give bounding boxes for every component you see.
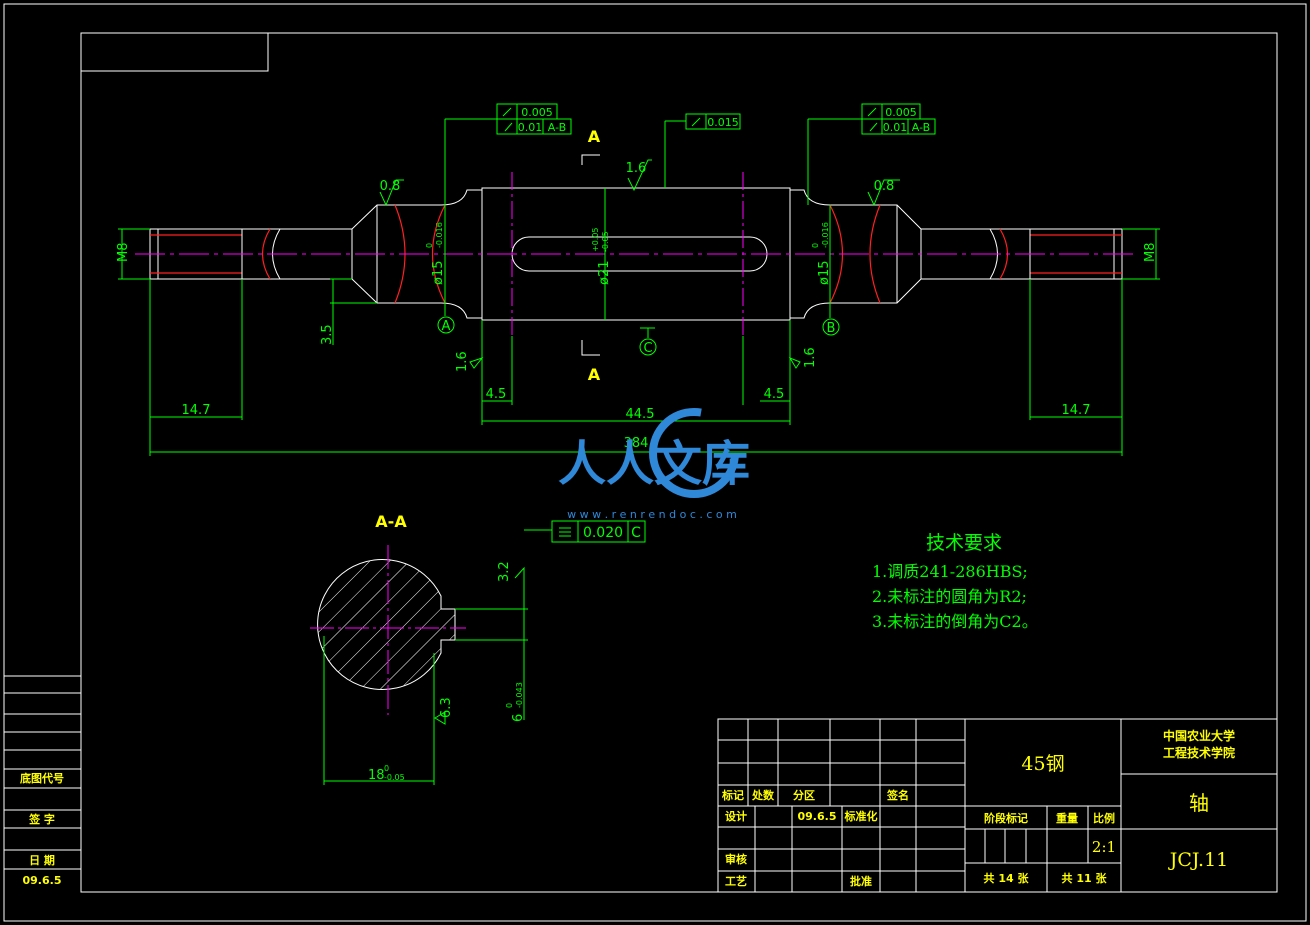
- dim-section-18: 18: [368, 768, 385, 783]
- datum-c: C: [643, 341, 652, 356]
- tb-label-zone: 分区: [793, 788, 815, 802]
- roughness-6-3: 6.3: [439, 697, 454, 718]
- tech-req-item-1: 1.调质241-286HBS;: [872, 562, 1028, 581]
- watermark-url: w w w . r e n r e n d o c . c o m: [567, 508, 737, 521]
- watermark: 人人文库 w w w . r e n r e n d o c . c o m: [558, 408, 750, 521]
- dim-4-5-left: 4.5: [486, 387, 507, 402]
- watermark-brand: 人人文库: [558, 436, 750, 492]
- tolerance-frame-top: [664, 113, 741, 188]
- dim-section-6-lower: -0.043: [515, 682, 524, 708]
- dimension-lines: [118, 188, 1160, 456]
- dim-dia21-upper: +0.05: [591, 227, 600, 252]
- dim-4-5-right: 4.5: [764, 387, 785, 402]
- dim-section-18-upper: 0: [384, 764, 389, 773]
- roughness-0-8-right: 0.8: [874, 179, 895, 194]
- tech-req-item-2: 2.未标注的圆角为R2;: [872, 587, 1027, 606]
- tolerance-frame-right: [807, 103, 936, 205]
- tb-label-process: 工艺: [725, 874, 747, 888]
- dim-m8-left: M8: [116, 243, 131, 263]
- tb-scale: 2:1: [1092, 838, 1116, 856]
- section-marker-bottom: A: [588, 365, 601, 384]
- dim-m8-right: M8: [1143, 243, 1158, 263]
- tb-label-weight: 重量: [1056, 811, 1078, 825]
- tb-design-date: 09.6.5: [798, 810, 837, 823]
- tb-total-sheets: 共 14 张: [984, 871, 1030, 885]
- tb-label-sign: 签名: [886, 788, 909, 802]
- tol-right-datum: A-B: [912, 121, 930, 134]
- tol-right-runout: 0.005: [885, 106, 917, 119]
- dim-dia21-lower: -0.05: [601, 231, 610, 252]
- side-date-value: 09.6.5: [23, 874, 62, 887]
- dim-384: 384: [624, 436, 649, 451]
- dim-section-18-lower: -0.05: [384, 773, 405, 782]
- datum-symbols: [437, 303, 840, 356]
- tech-req-title: 技术要求: [926, 532, 1002, 554]
- title-block: [717, 718, 1278, 893]
- outer-border: [3, 3, 1307, 922]
- dim-section-6: 6: [511, 714, 526, 722]
- dim-14-7-left: 14.7: [182, 403, 211, 418]
- dim-dia15-right-upper: 0: [811, 243, 820, 248]
- section-view: [310, 520, 646, 785]
- roughness-0-8-left: 0.8: [380, 179, 401, 194]
- roughness-1-6-right: 1.6: [803, 347, 818, 368]
- tol-left-total: 0.01: [518, 121, 543, 134]
- roughness-3-2: 3.2: [497, 561, 512, 582]
- tb-label-count: 处数: [751, 788, 775, 802]
- center-lines: [135, 172, 1135, 336]
- section-markers: [581, 154, 600, 356]
- roughness-1-6-left: 1.6: [455, 351, 470, 372]
- tb-material: 45钢: [1021, 753, 1064, 775]
- tech-req-item-3: 3.未标注的倒角为C2。: [872, 612, 1038, 631]
- roughness-1-6-top: 1.6: [626, 161, 647, 176]
- tb-label-approve: 批准: [850, 874, 872, 888]
- tb-part-name: 轴: [1189, 791, 1209, 815]
- corner-box: [80, 32, 269, 72]
- tb-school-line2: 工程技术学院: [1163, 745, 1235, 760]
- tb-label-design: 设计: [725, 809, 747, 823]
- dim-dia15-right: ø15: [817, 261, 832, 286]
- dim-dia15-right-lower: -0.016: [821, 222, 830, 248]
- side-code-label: 底图代号: [20, 771, 64, 785]
- side-date-label: 日 期: [29, 853, 55, 867]
- tol-symmetry-value: 0.020: [583, 525, 623, 541]
- dim-dia15-left: ø15: [431, 261, 446, 286]
- tb-label-mark: 标记: [721, 788, 744, 802]
- section-title: A-A: [375, 512, 407, 531]
- datum-a: A: [442, 319, 451, 334]
- dim-3-5: 3.5: [320, 324, 335, 345]
- tb-label-standard: 标准化: [844, 809, 878, 823]
- side-block: 底图代号 签 字 日 期 09.6.5: [4, 675, 81, 887]
- tol-symmetry-datum: C: [631, 525, 641, 541]
- inner-border: [80, 32, 1278, 893]
- tb-label-stage: 阶段标记: [984, 811, 1028, 825]
- tb-label-review: 审核: [725, 852, 747, 866]
- roughness-symbols: [379, 159, 900, 725]
- section-marker-top: A: [588, 127, 601, 146]
- dim-dia15-left-lower: -0.016: [435, 222, 444, 248]
- dim-section-6-upper: 0: [505, 703, 514, 708]
- tb-school-line1: 中国农业大学: [1163, 728, 1235, 743]
- tol-left-runout: 0.005: [521, 106, 553, 119]
- tolerance-frame-left: [444, 103, 572, 205]
- tb-drawing-number: JCJ.11: [1168, 849, 1229, 871]
- tol-left-datum: A-B: [548, 121, 566, 134]
- tol-top-runout: 0.015: [707, 116, 739, 129]
- side-signature-label: 签 字: [28, 812, 55, 826]
- tol-right-total: 0.01: [883, 121, 908, 134]
- tb-label-scale: 比例: [1093, 811, 1115, 825]
- dim-44-5: 44.5: [626, 407, 655, 422]
- datum-b: B: [827, 321, 836, 336]
- dim-dia15-left-upper: 0: [425, 243, 434, 248]
- dim-14-7-right: 14.7: [1062, 403, 1091, 418]
- dim-dia21: ø21: [597, 261, 612, 286]
- tb-sheet-number: 共 11 张: [1062, 871, 1108, 885]
